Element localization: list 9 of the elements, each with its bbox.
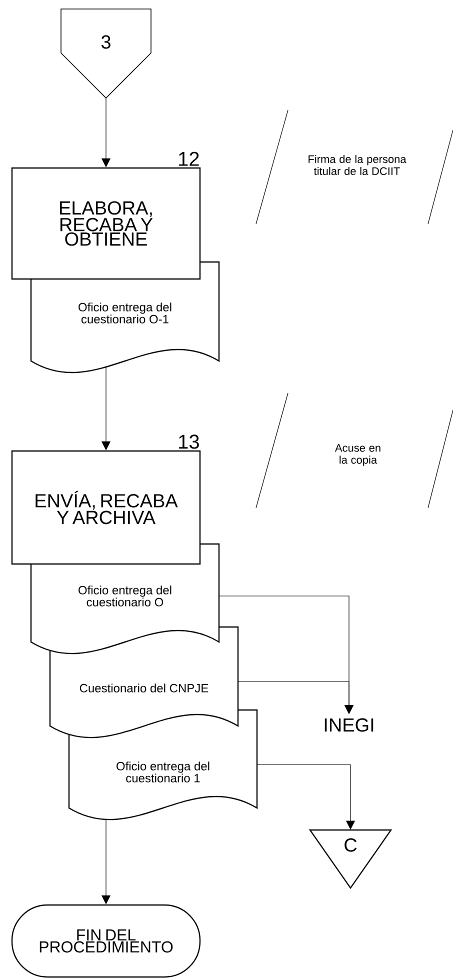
step-number: 13 [179, 434, 199, 449]
off-page-connector: 3 [60, 8, 152, 99]
process-box: ENVÍA, RECABA Y ARCHIVA [11, 450, 201, 565]
destination-label: INEGI [324, 718, 374, 732]
annotation: Firma de la persona titular de la DCIIT [256, 110, 453, 224]
step-number: 12 [179, 152, 199, 166]
annotation: Acuse en la copia [256, 392, 453, 508]
process-box: ELABORA, RECABA Y OBTIENE [11, 167, 201, 280]
terminator: FIN DEL PROCEDIMIENTO [11, 904, 201, 978]
